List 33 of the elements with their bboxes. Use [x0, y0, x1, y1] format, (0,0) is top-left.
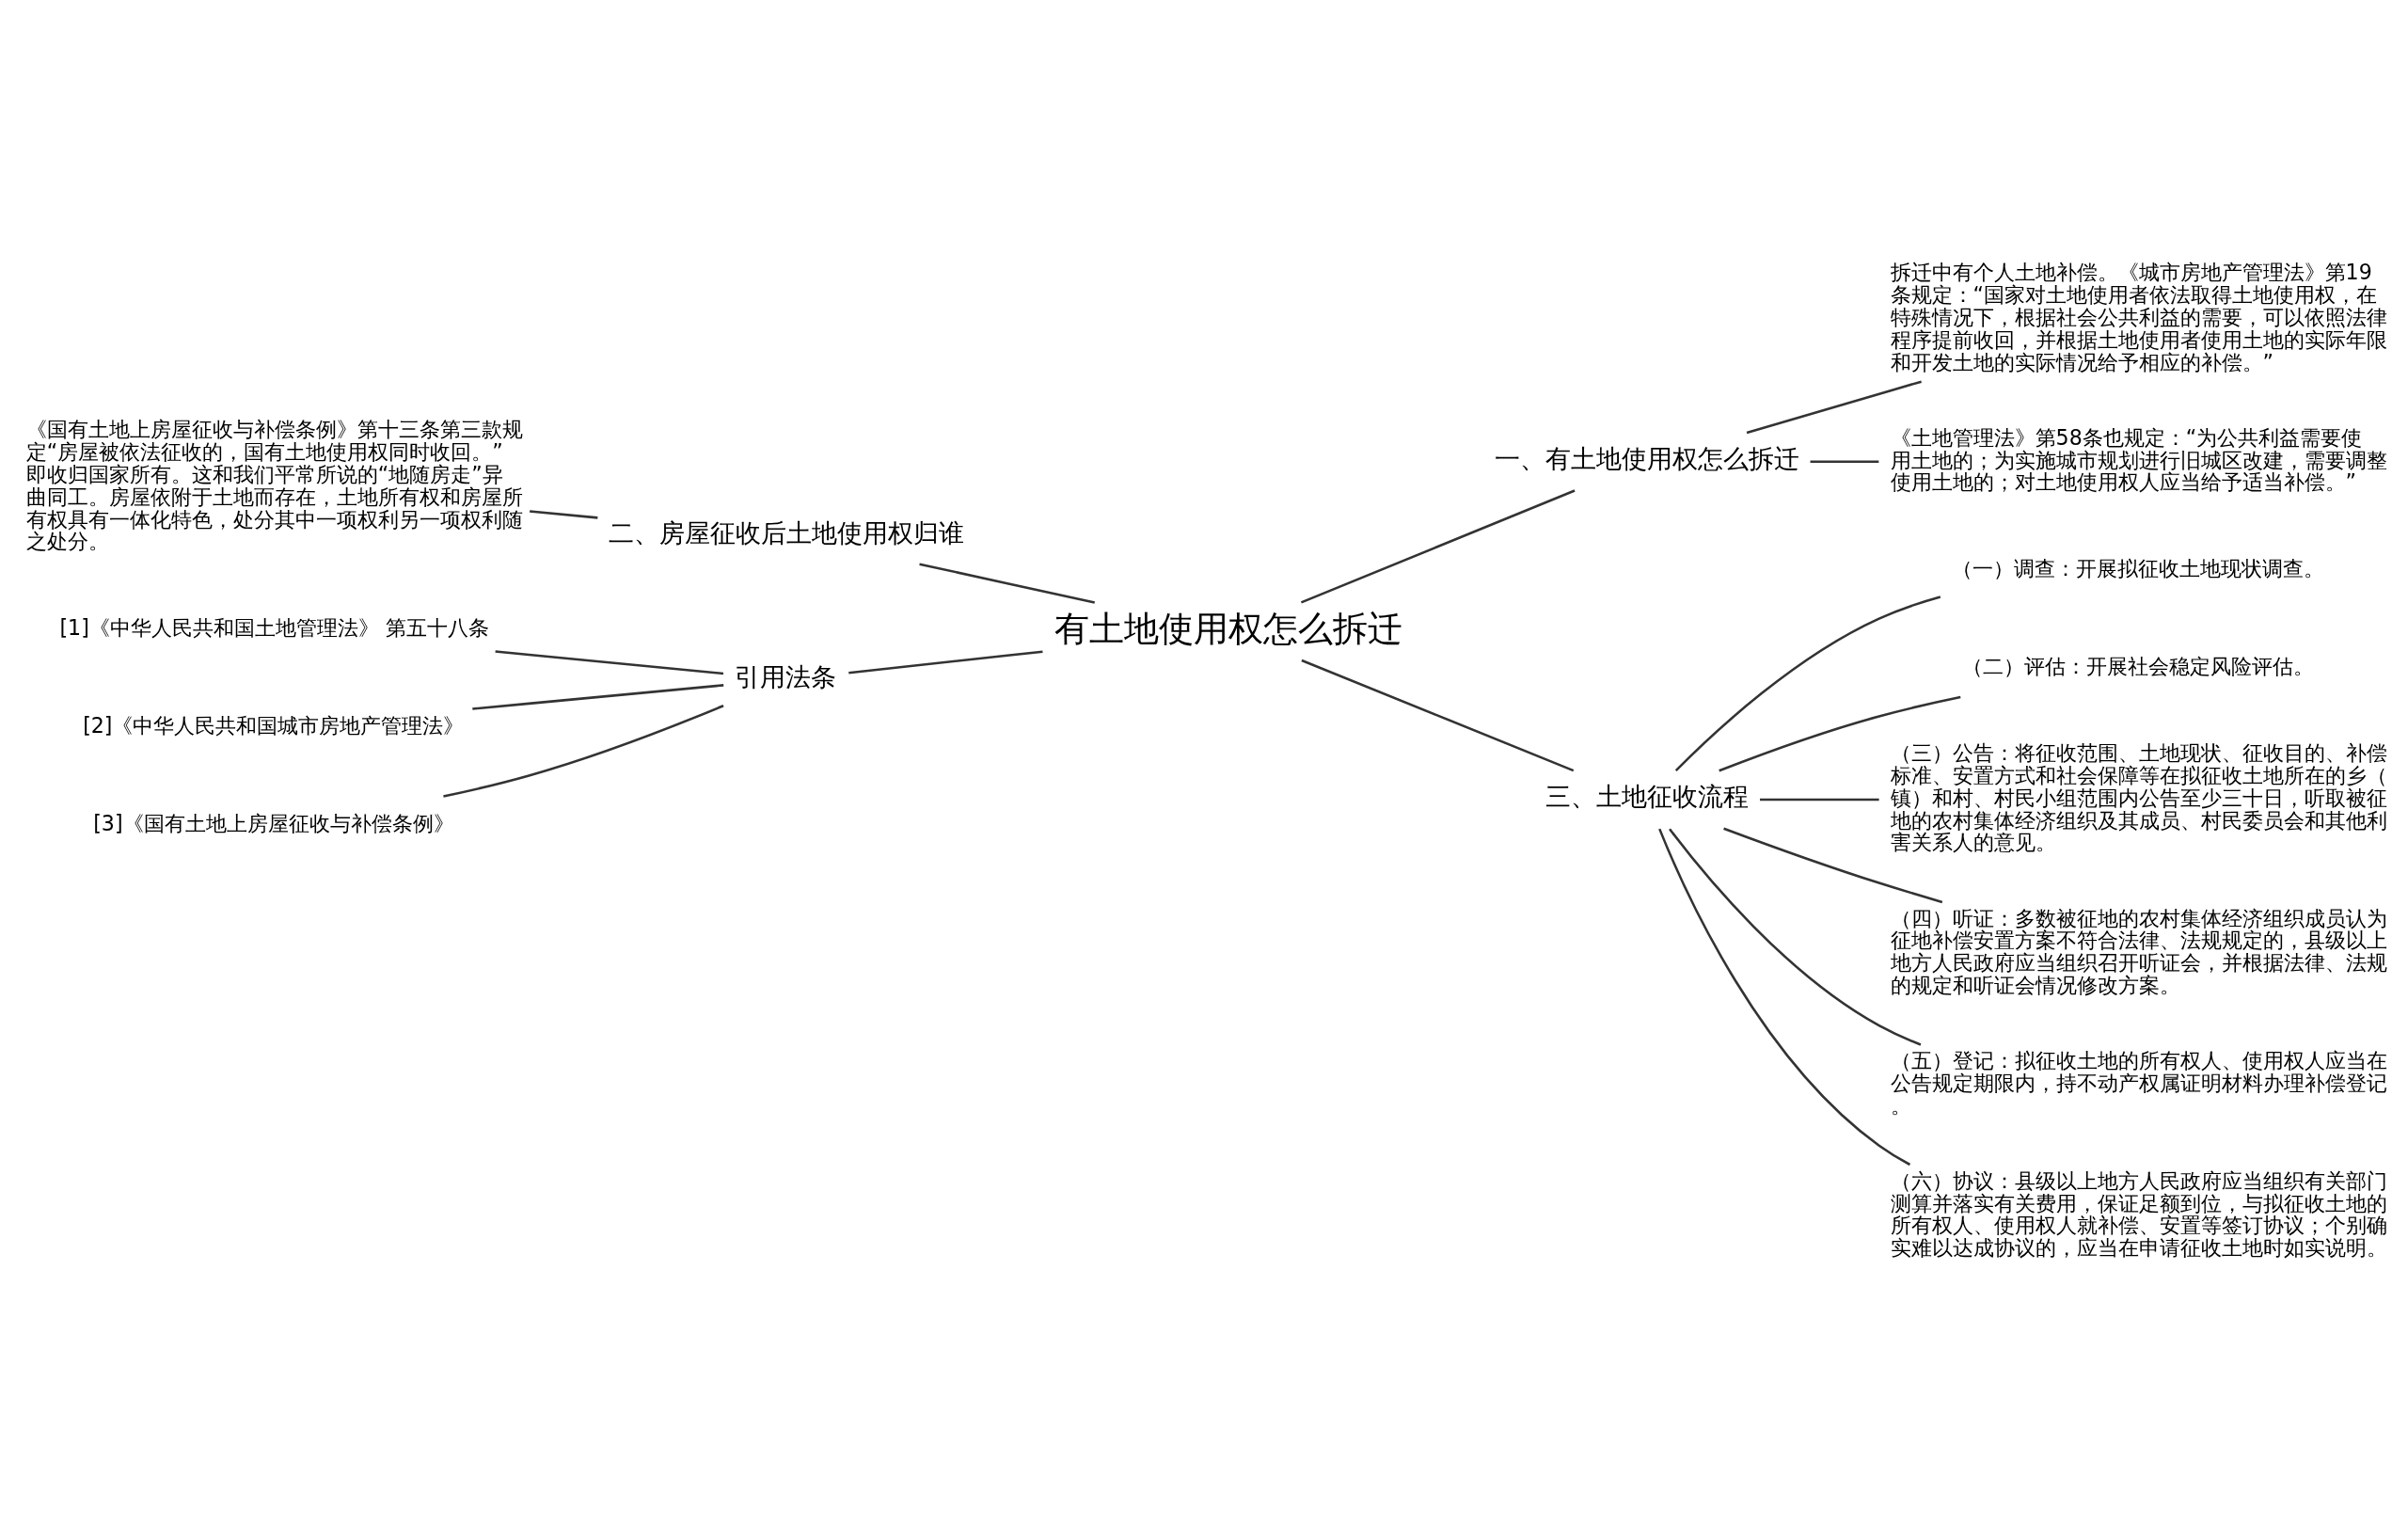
node-text: [1]《中华人民共和国土地管理法》 第五十八条 [59, 615, 489, 641]
connector [472, 684, 724, 710]
connector [1719, 695, 1961, 772]
node-text: 二、房屋征收后土地使用权归谁 [609, 517, 965, 548]
connector [1300, 489, 1576, 604]
node-text: 三、土地征收流程 [1545, 782, 1749, 812]
connector [1746, 380, 1922, 435]
node-text: （三）公告：将征收范围、土地现状、征收目的、补偿标准、安置方式和社会保障等在拟征收土地所在的乡（镇）和村、村民小组范围内公告至少三十日，听取被征地的农村集体经济组织及其成员、村民委员会和其他利害关系人的意见。 [1890, 740, 2387, 855]
connector [443, 705, 724, 798]
connector [1669, 828, 1922, 1046]
node-text: [2]《中华人民共和国城市房地产管理法》 [83, 713, 465, 738]
connector [1674, 595, 1941, 772]
connector [1810, 460, 1879, 464]
node-text: （四）听证：多数被征地的农村集体经济组织成员认为征地补偿安置方案不符合法律、法规规定的，县级以上地方人民政府应当组织召开听证会，并根据法律、法规的规定和听证会情况修改方案。 [1890, 905, 2387, 998]
connector [1658, 828, 1911, 1167]
connector [495, 650, 724, 675]
node-text: [3]《国有土地上房屋征收与补偿条例》 [93, 811, 454, 836]
node-text: 《土地管理法》第58条也规定：“为公共利益需要使用土地的；为实施城市规划进行旧城区改建，需要调整使用土地的；对土地使用权人应当给予适当补偿。” [1890, 424, 2387, 495]
node-text: （五）登记：拟征收土地的所有权人、使用权人应当在公告规定期限内，持不动产权属证明材料办理补偿登记。 [1890, 1048, 2387, 1118]
node-text: （六）协议：县级以上地方人民政府应当组织有关部门测算并落实有关费用，保证足额到位，与拟征收土地的所有权人、使用权人就补偿、安置等签订协议；个别确实难以达成协议的，应当在申请征收土地时如实说明。 [1890, 1167, 2387, 1261]
connector [1723, 827, 1943, 904]
node-text: 拆迁中有个人土地补偿。《城市房地产管理法》第19条规定：“国家对土地使用者依法取得土地使用权，在特殊情况下，根据社会公共利益的需要，可以依照法律程序提前收回，并根据土地使用者使用土地的实际年限和开发土地的实际情况给予相应的补偿。” [1890, 260, 2387, 374]
node-text: 《国有土地上房屋征收与补偿条例》第十三条第三款规定“房屋被依法征收的，国有土地使用权同时收回。”即收归国家所有。这和我们平常所说的“地随房走”异曲同工。房屋依附于土地而存在，土地所有权和房屋所有权具有一体化特色，处分其中一项权利另一项权利随之处分。 [25, 417, 523, 554]
connector [919, 563, 1096, 604]
node-text: （一）调查：开展拟征收土地现状调查。 [1952, 556, 2325, 581]
connector [1301, 659, 1575, 772]
connector [530, 510, 598, 519]
node-text: 有土地使用权怎么拆迁 [1054, 607, 1402, 649]
node-text: 引用法条 [735, 661, 837, 691]
node-text: （二）评估：开展社会稳定风险评估。 [1962, 654, 2315, 679]
node-text: 一、有土地使用权怎么拆迁 [1495, 444, 1800, 474]
connector [848, 650, 1043, 675]
connector [1760, 798, 1879, 802]
